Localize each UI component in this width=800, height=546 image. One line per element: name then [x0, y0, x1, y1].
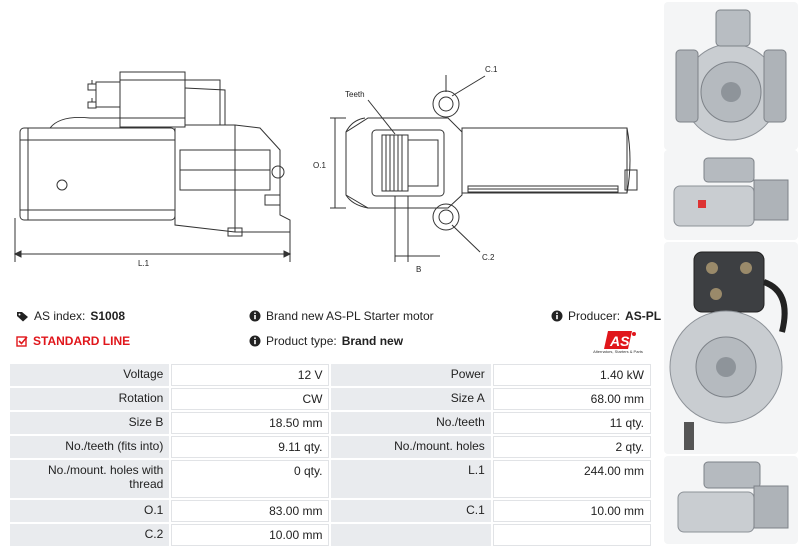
info-icon	[249, 335, 261, 347]
label-teeth: Teeth	[345, 90, 365, 99]
label-c2: C.2	[482, 253, 495, 262]
standard-line: STANDARD LINE	[16, 334, 130, 348]
spec-label: No./mount. holes with thread	[10, 460, 170, 498]
spec-value: 10.00 mm	[171, 524, 330, 546]
spec-value	[492, 524, 651, 546]
table-row: O.1 83.00 mm C.1 10.00 mm	[10, 500, 651, 522]
producer: Producer: AS-PL	[551, 309, 661, 323]
producer-value: AS-PL	[625, 309, 662, 323]
product-photo-angle	[664, 456, 798, 544]
spec-value: 83.00 mm	[171, 500, 330, 522]
front-view-drawing	[330, 75, 638, 262]
side-view-drawing	[13, 71, 292, 262]
product-type-label: Product type:	[266, 334, 337, 348]
spec-value: 10.00 mm	[492, 500, 651, 522]
checkbox-icon	[16, 335, 28, 347]
product-photo-rear	[664, 242, 798, 454]
spec-label: Power	[331, 364, 491, 386]
spec-label: L.1	[331, 460, 491, 498]
spec-label	[331, 524, 491, 546]
product-type: Product type: Brand new	[249, 334, 403, 348]
spec-label: C.2	[10, 524, 170, 546]
info-icon	[249, 310, 261, 322]
spec-value: 11 qty.	[492, 412, 651, 434]
brand-logo: AS	[604, 331, 636, 349]
table-row: Rotation CW Size A 68.00 mm	[10, 388, 651, 410]
as-index: AS index: S1008	[16, 309, 125, 323]
spec-label: No./teeth	[331, 412, 491, 434]
spec-label: No./mount. holes	[331, 436, 491, 458]
spec-table: Voltage 12 V Power 1.40 kW Rotation CW S…	[8, 362, 653, 546]
spec-value: 0 qty.	[171, 460, 330, 498]
product-photo-side	[664, 150, 798, 240]
product-description: Brand new AS-PL Starter motor	[249, 309, 434, 323]
standard-line-label: STANDARD LINE	[33, 334, 131, 348]
spec-label: Size B	[10, 412, 170, 434]
label-o1: O.1	[313, 161, 326, 170]
spec-value: CW	[171, 388, 330, 410]
producer-label: Producer:	[568, 309, 621, 323]
product-type-value: Brand new	[341, 334, 404, 348]
spec-label: Rotation	[10, 388, 170, 410]
spec-value: 244.00 mm	[492, 460, 651, 498]
table-row: Size B 18.50 mm No./teeth 11 qty.	[10, 412, 651, 434]
spec-label: No./teeth (fits into)	[10, 436, 170, 458]
table-row: Voltage 12 V Power 1.40 kW	[10, 364, 651, 386]
table-row: C.2 10.00 mm	[10, 524, 651, 546]
info-icon	[551, 310, 563, 322]
technical-drawing: L.1 O.1 Teeth C.1 C.2 B	[13, 65, 638, 274]
spec-label: Voltage	[10, 364, 170, 386]
label-l1: L.1	[138, 259, 150, 268]
spec-value: 18.50 mm	[171, 412, 330, 434]
spec-value: 9.11 qty.	[171, 436, 330, 458]
as-index-label: AS index:	[34, 309, 86, 323]
product-photo-front	[664, 2, 798, 150]
spec-value: 68.00 mm	[492, 388, 651, 410]
description-text: Brand new AS-PL Starter motor	[266, 309, 434, 323]
spec-value: 12 V	[171, 364, 330, 386]
logo-tagline: Alternators, Starters & Parts	[593, 349, 643, 354]
spec-value: 1.40 kW	[492, 364, 651, 386]
spec-value: 2 qty.	[492, 436, 651, 458]
table-row: No./teeth (fits into) 9.11 qty. No./moun…	[10, 436, 651, 458]
as-index-value: S1008	[90, 309, 126, 323]
spec-label: O.1	[10, 500, 170, 522]
tag-icon	[16, 311, 29, 322]
label-b: B	[416, 265, 421, 274]
spec-label: C.1	[331, 500, 491, 522]
spec-label: Size A	[331, 388, 491, 410]
logo-text: AS	[609, 333, 630, 349]
table-row: No./mount. holes with thread 0 qty. L.1 …	[10, 460, 651, 498]
label-c1: C.1	[485, 65, 498, 74]
